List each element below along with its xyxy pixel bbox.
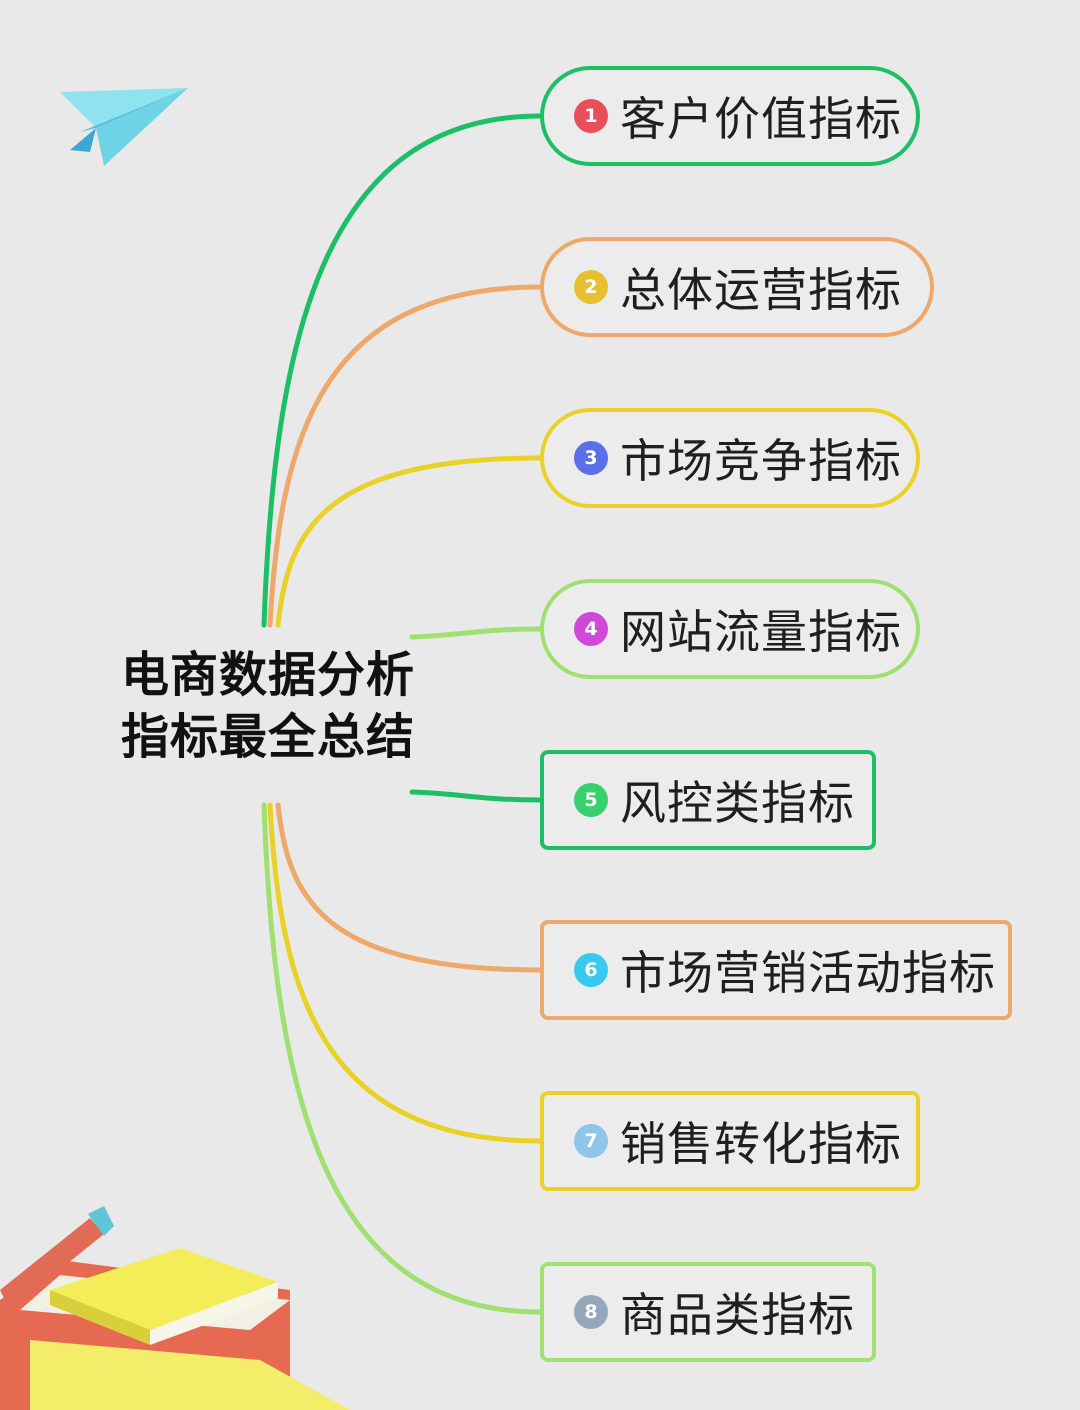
topic-node-7: 7 销售转化指标 (540, 1091, 920, 1191)
topic-number-badge: 7 (574, 1124, 608, 1158)
topic-number-badge: 5 (574, 783, 608, 817)
topic-number-badge: 6 (574, 953, 608, 987)
topic-number-badge: 3 (574, 441, 608, 475)
topic-label: 市场营销活动指标 (620, 946, 996, 1000)
topic-label: 客户价值指标 (620, 92, 902, 146)
topic-node-6: 6 市场营销活动指标 (540, 920, 1012, 1020)
branch-line-4 (409, 626, 543, 640)
topic-number-badge: 8 (574, 1295, 608, 1329)
topic-number-badge: 1 (574, 99, 608, 133)
topic-node-3: 3 市场竞争指标 (540, 408, 920, 508)
central-topic: 电商数据分析 指标最全总结 (108, 644, 428, 768)
paper-plane-icon (60, 88, 188, 166)
topic-label: 销售转化指标 (620, 1117, 902, 1171)
topic-label: 网站流量指标 (620, 605, 902, 659)
central-topic-line2: 指标最全总结 (120, 709, 415, 765)
topic-number-badge: 2 (574, 270, 608, 304)
topic-label: 风控类指标 (620, 776, 855, 830)
topic-label: 商品类指标 (620, 1288, 855, 1342)
branch-line-2 (267, 284, 543, 628)
topic-node-2: 2 总体运营指标 (540, 237, 934, 337)
branch-line-3 (275, 455, 543, 628)
topic-node-1: 1 客户价值指标 (540, 66, 920, 166)
books-and-pencil-icon (0, 1206, 350, 1410)
topic-label: 总体运营指标 (620, 263, 902, 317)
branch-lines (261, 113, 543, 1315)
topic-node-5: 5 风控类指标 (540, 750, 876, 850)
central-topic-line1: 电商数据分析 (120, 647, 415, 703)
branch-line-8 (261, 802, 543, 1315)
topic-node-4: 4 网站流量指标 (540, 579, 920, 679)
topic-node-8: 8 商品类指标 (540, 1262, 876, 1362)
branch-line-5 (409, 789, 543, 803)
branch-line-1 (261, 113, 543, 628)
branch-line-6 (275, 802, 543, 973)
topic-number-badge: 4 (574, 612, 608, 646)
branch-line-7 (267, 802, 543, 1144)
topic-label: 市场竞争指标 (620, 434, 902, 488)
